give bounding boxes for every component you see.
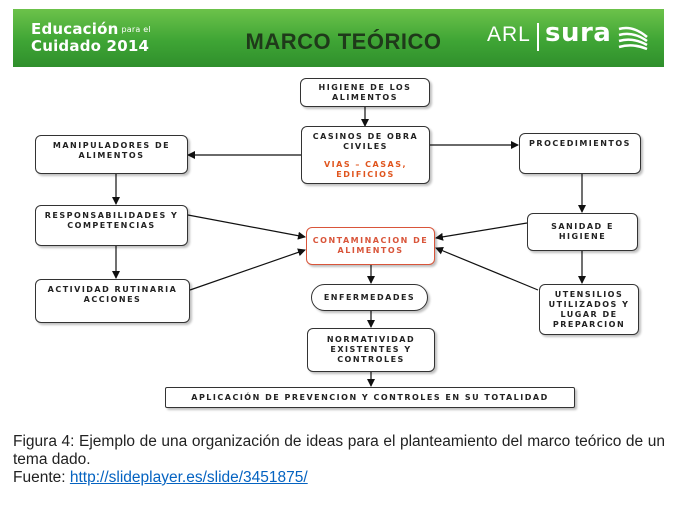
caption-source: Fuente: http://slideplayer.es/slide/3451… <box>13 469 308 486</box>
logo-divider <box>537 23 539 51</box>
node-actividad: ACTIVIDAD RUTINARIA ACCIONES <box>35 279 190 323</box>
flow-arrows <box>112 107 586 387</box>
node-higiene-alimentos: HIGIENE DE LOS ALIMENTOS <box>300 78 430 107</box>
node-casinos-obra: CASINOS DE OBRA CIVILES VIAS – CASAS, ED… <box>301 126 430 184</box>
arl-logo-text: ARL <box>487 23 531 46</box>
arrow-responsabilidades-contaminacion <box>187 214 306 240</box>
casinos-sub-label: VIAS – CASAS, EDIFICIOS <box>323 160 407 179</box>
node-utensilios: UTENSILIOS UTILIZADOS Y LUGAR DE PREPARC… <box>539 284 639 335</box>
node-normatividad: NORMATIVIDAD EXISTENTES Y CONTROLES <box>307 328 435 372</box>
arrow-actividad-contaminacion <box>189 248 306 291</box>
node-sanidad: SANIDAD E HIGIENE <box>527 213 638 251</box>
node-responsabilidades: RESPONSABILIDADES Y COMPETENCIAS <box>35 205 188 246</box>
node-enfermedades: ENFERMEDADES <box>311 284 428 311</box>
slide-title: MARCO TEÓRICO <box>245 29 442 54</box>
node-contaminacion: CONTAMINACION DE ALIMENTOS <box>306 227 435 265</box>
node-aplicacion: APLICACIÓN DE PREVENCION Y CONTROLES EN … <box>165 387 575 408</box>
node-procedimientos: PROCEDIMIENTOS <box>519 133 641 174</box>
arrow-sanidad-contaminacion <box>435 222 528 241</box>
source-link[interactable]: http://slideplayer.es/slide/3451875/ <box>69 469 308 486</box>
sura-wave-icon <box>618 26 648 51</box>
figure-caption: Figura 4: Ejemplo de una organización de… <box>13 433 665 486</box>
sura-logo-text: sura <box>545 18 612 48</box>
arrow-utensilios-contaminacion <box>435 246 539 291</box>
node-manipuladores: MANIPULADORES DE ALIMENTOS <box>35 135 188 174</box>
